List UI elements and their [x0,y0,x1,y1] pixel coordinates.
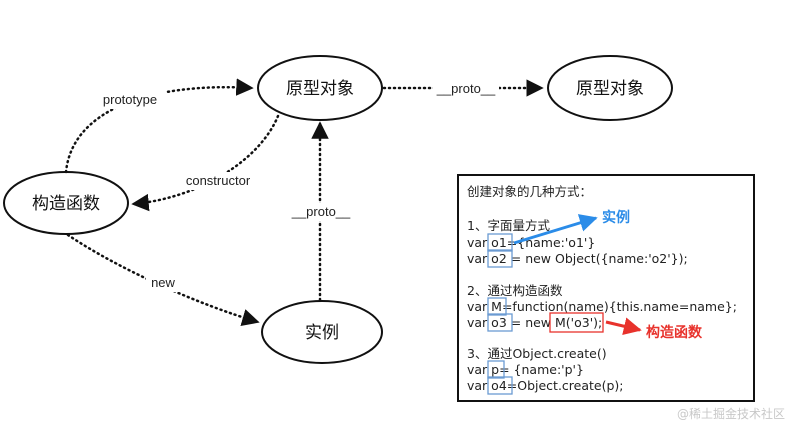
constructor-edge-label: constructor [186,173,251,188]
code-line-1b: var o2 = new Object({name:'o2'}); [467,251,688,266]
section2-heading: 2、通过构造函数 [467,283,563,298]
instance-note-arrow [513,214,598,245]
constructor-label: 构造函数 [32,194,100,214]
code-line-2b: var o3 = new M('o3'); [467,315,602,330]
prototype-object-label-left: 原型对象 [286,79,354,99]
section3-heading: 3、通过Object.create() [467,346,607,361]
instance-node: 实例 [261,300,383,364]
new-edge-label: new [151,275,175,290]
constructor-edge [131,114,280,212]
prototype-object-node-left: 原型对象 [257,55,383,121]
proto-top-edge-label-group: __proto__ [433,80,499,98]
highlight-o1 [487,233,513,252]
code-line-3b: var o4=Object.create(p); [467,378,624,393]
highlight-M [487,297,507,316]
constructor-note: 构造函数 [646,324,703,341]
highlight-new-m [549,312,604,333]
proto-top-edge-label: __proto__ [436,81,496,96]
highlight-o2 [487,249,513,268]
proto-vertical-edge-label-group: __proto__ [287,203,355,221]
prototype-object-label-right: 原型对象 [576,79,644,99]
constructor-note-arrow [605,317,642,336]
section1-heading: 1、字面量方式 [467,218,550,233]
proto-vertical-edge-label: __proto__ [291,204,351,219]
constructor-node: 构造函数 [3,171,129,235]
watermark: @稀土掘金技术社区 [677,406,785,421]
code-line-3a: var p= {name:'p'} [467,362,584,377]
prototype-edge [64,78,254,174]
code-line-1a: var o1={name:'o1'} [467,235,595,250]
code-line-2a: var M=function(name){this.name=name}; [467,299,737,314]
instance-note: 实例 [602,209,630,226]
instance-label: 实例 [305,323,339,343]
prototype-edge-label: prototype [103,92,157,107]
prototype-object-node-right: 原型对象 [547,55,673,121]
new-edge-label-group: new [146,274,180,292]
code-box-title: 创建对象的几种方式： [467,184,592,199]
constructor-edge-label-group: constructor [178,172,260,190]
code-box: 创建对象的几种方式： 1、字面量方式 var o1={name:'o1'} va… [457,174,755,402]
prototype-edge-label-group: prototype [94,91,166,109]
highlight-o3 [487,313,513,332]
highlight-p [487,360,505,379]
highlight-o4 [487,376,513,395]
